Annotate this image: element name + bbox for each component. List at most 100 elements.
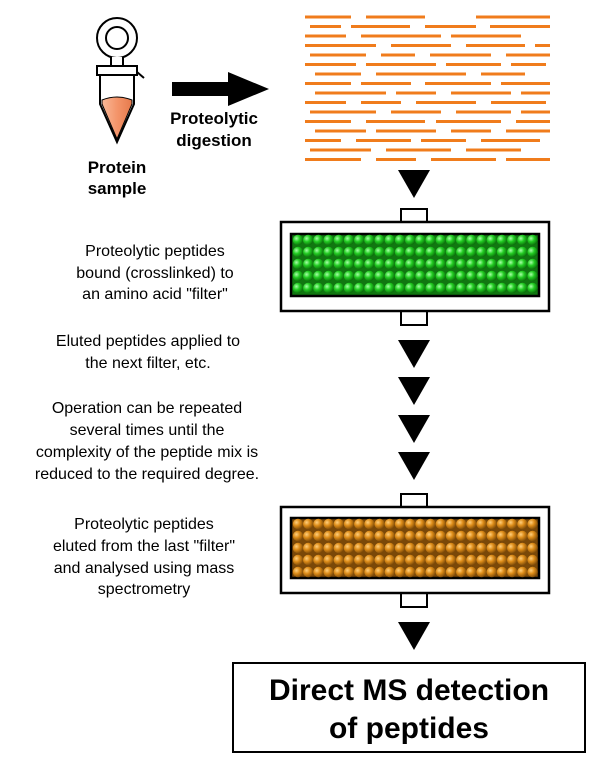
bead bbox=[374, 530, 385, 542]
bead bbox=[384, 282, 395, 294]
bead bbox=[517, 246, 528, 258]
bead bbox=[323, 246, 334, 258]
bead bbox=[333, 542, 344, 554]
bead bbox=[323, 518, 334, 530]
last-note-line4: spectrometry bbox=[98, 581, 190, 598]
bead bbox=[333, 530, 344, 542]
bead bbox=[435, 518, 446, 530]
bead bbox=[343, 554, 355, 566]
bead bbox=[384, 518, 395, 530]
bead bbox=[527, 246, 538, 258]
bead bbox=[517, 518, 528, 530]
bead bbox=[435, 258, 446, 270]
bead bbox=[313, 566, 324, 578]
bead bbox=[425, 566, 436, 578]
bead bbox=[527, 270, 538, 282]
bead bbox=[343, 530, 355, 542]
bead bbox=[517, 530, 528, 542]
bead bbox=[435, 530, 446, 542]
bead bbox=[303, 566, 314, 578]
bead bbox=[313, 554, 324, 566]
bead bbox=[374, 518, 385, 530]
protein-sample-tube-icon bbox=[96, 17, 145, 145]
peptide-fragments bbox=[305, 15, 550, 161]
bead bbox=[303, 246, 314, 258]
bead bbox=[415, 542, 426, 554]
bead bbox=[292, 246, 304, 258]
bead bbox=[323, 282, 334, 294]
bead bbox=[323, 566, 334, 578]
eluted-note-line2: the next filter, etc. bbox=[85, 355, 210, 372]
bead bbox=[456, 234, 467, 246]
digestion-arrow-icon bbox=[172, 72, 269, 106]
bead bbox=[507, 542, 518, 554]
result-title-line1: Direct MS detection bbox=[269, 674, 549, 707]
bead bbox=[405, 234, 416, 246]
bead bbox=[456, 258, 467, 270]
down-arrow-icon bbox=[398, 170, 430, 198]
bead bbox=[517, 270, 528, 282]
bead bbox=[476, 554, 487, 566]
bead bbox=[476, 542, 487, 554]
bead bbox=[384, 258, 395, 270]
bead bbox=[486, 270, 497, 282]
bead bbox=[303, 270, 314, 282]
bead bbox=[476, 566, 487, 578]
bead bbox=[496, 554, 508, 566]
bead bbox=[394, 542, 406, 554]
bead bbox=[507, 246, 518, 258]
bead bbox=[466, 234, 477, 246]
bead bbox=[415, 270, 426, 282]
bead bbox=[496, 282, 508, 294]
bead bbox=[496, 270, 508, 282]
bead bbox=[323, 234, 334, 246]
green-bead-grid bbox=[292, 234, 538, 294]
bead bbox=[527, 554, 538, 566]
bead bbox=[292, 270, 304, 282]
bead bbox=[333, 234, 344, 246]
bead bbox=[435, 554, 446, 566]
bead bbox=[415, 566, 426, 578]
bead bbox=[394, 258, 406, 270]
bead bbox=[374, 282, 385, 294]
last-note-line3: and analysed using mass bbox=[54, 560, 235, 577]
bead bbox=[354, 530, 365, 542]
bead bbox=[466, 282, 477, 294]
bead bbox=[527, 566, 538, 578]
bead bbox=[333, 246, 344, 258]
bead bbox=[303, 258, 314, 270]
bead bbox=[517, 566, 528, 578]
bead bbox=[517, 234, 528, 246]
bead bbox=[415, 518, 426, 530]
bead bbox=[425, 542, 436, 554]
bead bbox=[333, 270, 344, 282]
bead bbox=[374, 258, 385, 270]
bead bbox=[466, 542, 477, 554]
bead bbox=[425, 282, 436, 294]
bead bbox=[405, 258, 416, 270]
bead bbox=[394, 530, 406, 542]
result-title-line2: of peptides bbox=[329, 712, 489, 745]
bead bbox=[445, 554, 457, 566]
last-note-line2: eluted from the last "filter" bbox=[53, 538, 235, 555]
bead bbox=[486, 542, 497, 554]
bead bbox=[374, 554, 385, 566]
bead bbox=[456, 518, 467, 530]
bead bbox=[323, 542, 334, 554]
bead bbox=[405, 282, 416, 294]
bead bbox=[476, 518, 487, 530]
bead bbox=[486, 554, 497, 566]
repeat-note-line2: several times until the bbox=[70, 422, 225, 439]
bead bbox=[364, 246, 375, 258]
bead bbox=[394, 234, 406, 246]
bead bbox=[527, 258, 538, 270]
bead bbox=[415, 554, 426, 566]
bead bbox=[364, 282, 375, 294]
bead bbox=[313, 530, 324, 542]
bead bbox=[507, 234, 518, 246]
bound-note-line2: bound (crosslinked) to bbox=[76, 265, 234, 282]
repeat-note-line1: Operation can be repeated bbox=[52, 400, 242, 417]
bead bbox=[445, 518, 457, 530]
bead bbox=[384, 530, 395, 542]
